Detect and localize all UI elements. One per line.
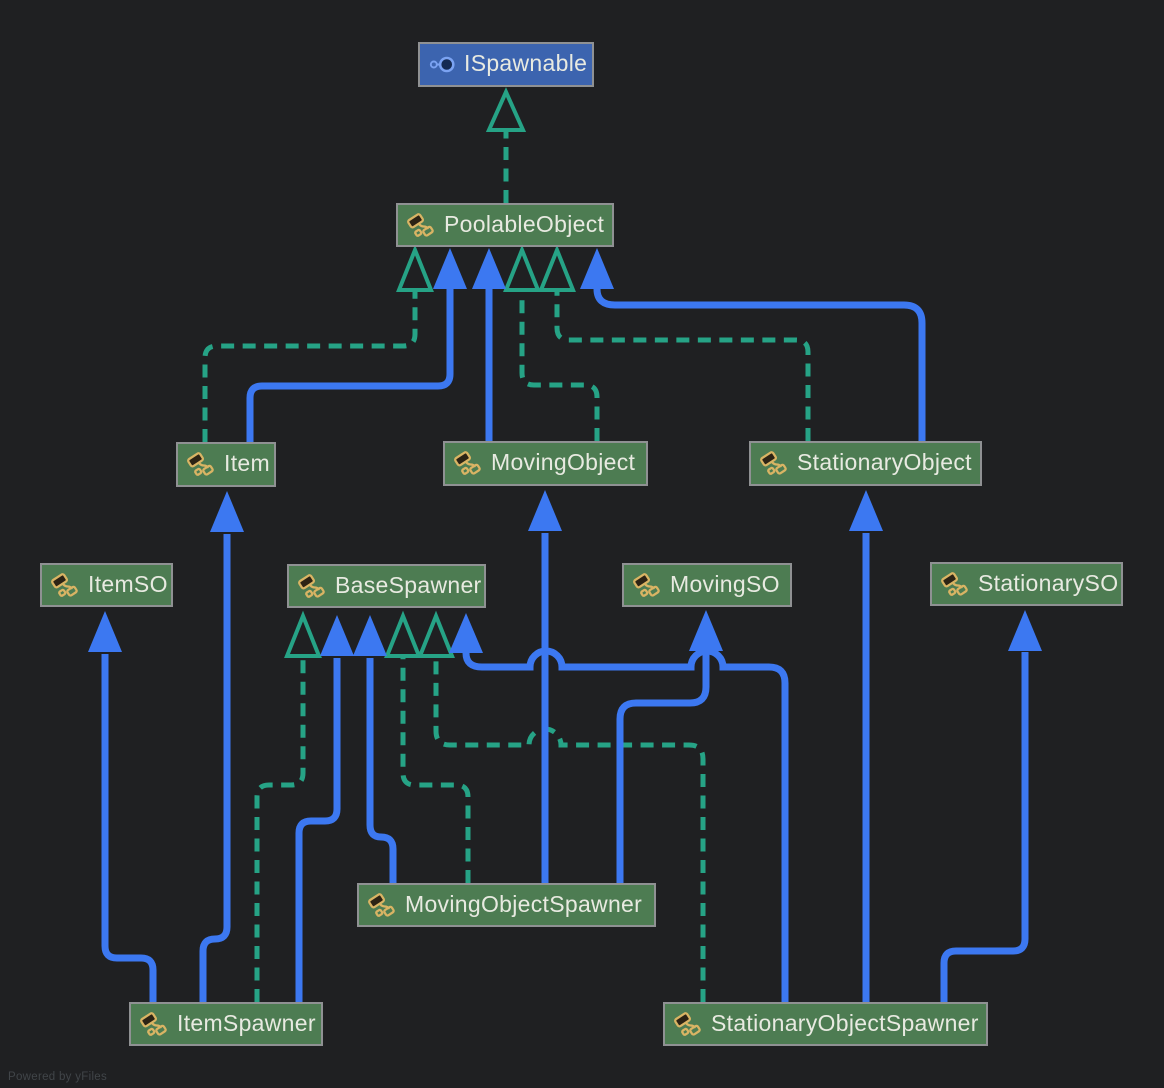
node-label: StationarySO — [978, 569, 1119, 596]
class-node-basespawner[interactable]: BaseSpawner — [287, 564, 486, 608]
edge-item--poolableobject-dashed[interactable] — [202, 244, 434, 442]
node-label: ItemSpawner — [177, 1009, 316, 1036]
interface-icon — [429, 51, 456, 78]
node-label: ItemSO — [88, 570, 168, 597]
edge-movingobjectspawner--basespawner-dashed[interactable] — [384, 610, 471, 883]
script-class-icon — [140, 1010, 169, 1039]
edge-stationaryobjectspawner--basespawner-solid[interactable] — [449, 613, 789, 1002]
class-node-itemso[interactable]: ItemSO — [40, 563, 173, 607]
script-class-icon — [454, 449, 483, 478]
script-class-icon — [633, 571, 662, 600]
script-class-icon — [51, 571, 80, 600]
edge-stationaryobject--poolableobject-dashed[interactable] — [538, 244, 811, 441]
edge-movingobject--poolableobject-dashed[interactable] — [503, 244, 600, 441]
edge-movingobject--poolableobject-solid[interactable] — [472, 248, 506, 441]
edge-poolableobject--ispawnable[interactable] — [485, 87, 527, 203]
script-class-icon — [941, 570, 970, 599]
script-class-icon — [298, 572, 327, 601]
powered-by-label: Powered by yFiles — [8, 1071, 108, 1083]
node-label: BaseSpawner — [335, 571, 482, 598]
node-label: MovingObjectSpawner — [405, 890, 643, 917]
class-node-movingobject[interactable]: MovingObject — [443, 441, 648, 486]
node-label: StationaryObject — [797, 449, 972, 475]
node-label: PoolableObject — [444, 210, 605, 237]
node-label: ISpawnable — [464, 50, 588, 76]
edge-itemspawner--item[interactable] — [199, 491, 244, 1002]
edge-stationaryobject--poolableobject-solid[interactable] — [580, 248, 926, 441]
node-label: Item — [224, 450, 270, 476]
edge-item--poolableobject-solid[interactable] — [246, 248, 467, 442]
script-class-icon — [368, 891, 397, 920]
edge-itemspawner--itemso[interactable] — [88, 611, 157, 1002]
node-label: StationaryObjectSpawner — [711, 1009, 979, 1036]
script-class-icon — [674, 1010, 703, 1039]
script-class-icon — [187, 450, 216, 479]
class-node-ispawnable[interactable]: ISpawnable — [418, 42, 594, 87]
class-node-stationaryso[interactable]: StationarySO — [930, 562, 1123, 606]
edge-itemspawner--basespawner-solid[interactable] — [295, 615, 354, 1002]
node-label: MovingSO — [670, 570, 780, 597]
class-node-stationaryobjectspawner[interactable]: StationaryObjectSpawner — [663, 1002, 988, 1046]
class-node-movingso[interactable]: MovingSO — [622, 563, 792, 607]
edge-stationaryobjectspawner--basespawner-dashed[interactable] — [417, 610, 706, 1002]
edge-movingobjectspawner--movingso[interactable] — [616, 610, 723, 883]
class-node-stationaryobject[interactable]: StationaryObject — [749, 441, 982, 486]
edge-stationaryobjectspawner--stationaryso[interactable] — [940, 610, 1042, 1002]
script-class-icon — [407, 211, 436, 240]
class-node-movingobjectspawner[interactable]: MovingObjectSpawner — [357, 883, 656, 927]
edge-stationaryobjectspawner--stationaryobject[interactable] — [849, 490, 883, 1002]
edge-movingobjectspawner--movingobject[interactable] — [528, 490, 562, 883]
class-node-itemspawner[interactable]: ItemSpawner — [129, 1002, 323, 1046]
class-node-item[interactable]: Item — [176, 442, 276, 487]
edge-movingobjectspawner--basespawner-solid[interactable] — [353, 615, 397, 883]
edge-itemspawner--basespawner-dashed[interactable] — [254, 610, 322, 1002]
node-label: MovingObject — [491, 449, 636, 475]
script-class-icon — [760, 449, 789, 478]
class-node-poolableobject[interactable]: PoolableObject — [396, 203, 614, 247]
